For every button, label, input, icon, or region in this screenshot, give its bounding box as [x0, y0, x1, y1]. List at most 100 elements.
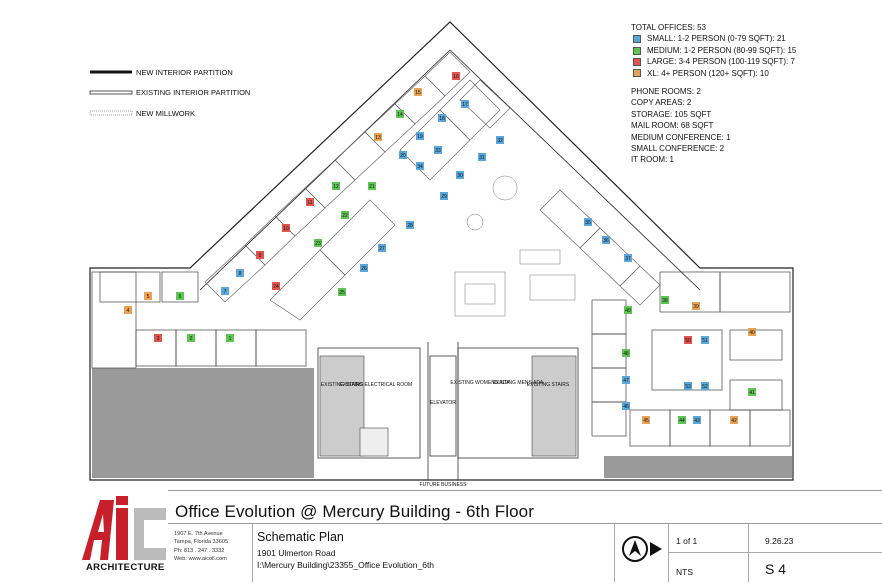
- office-number-24: 24: [273, 284, 279, 290]
- office-marker-12: [332, 182, 340, 190]
- office-number-50: 50: [685, 338, 691, 344]
- office-marker-36: [602, 236, 610, 244]
- office-marker-22: [341, 211, 349, 219]
- office-marker-49: [624, 306, 632, 314]
- office-marker-31: [478, 153, 486, 161]
- legend-swatch-xl: [633, 69, 641, 78]
- firm-address-line: Tampa, Florida 33605: [174, 539, 229, 546]
- office-marker-30: [456, 171, 464, 179]
- legend-small: SMALL: 1-2 PERSON (0-79 SQFT): 21: [631, 33, 796, 44]
- office-marker-42: [730, 416, 738, 424]
- office-marker-38: [661, 296, 669, 304]
- office-marker-13: [374, 133, 382, 141]
- office-marker-19: [416, 132, 424, 140]
- office-marker-10: [282, 224, 290, 232]
- office-marker-4: [124, 306, 132, 314]
- office-number-31: 31: [479, 155, 485, 161]
- office-marker-35: [584, 218, 592, 226]
- office-marker-26: [360, 264, 368, 272]
- firm-address-line: 1907 E. 7th Avenue: [174, 531, 223, 537]
- legend-label-large: LARGE: 3-4 PERSON (100-119 SQFT): 7: [647, 57, 795, 67]
- page-number: 1 of 1: [676, 536, 698, 546]
- sheet-title: Schematic Plan: [257, 530, 344, 544]
- office-marker-5: [144, 292, 152, 300]
- office-number-34: 34: [417, 164, 423, 170]
- office-number-6: 6: [179, 294, 182, 300]
- office-marker-53: [684, 382, 692, 390]
- office-number-17: 17: [462, 102, 468, 108]
- lease-area-left: [92, 368, 314, 478]
- stat-medium-conference: MEDIUM CONFERENCE: 1: [631, 132, 731, 142]
- line-key-graphics: [89, 70, 133, 116]
- legend-xl: XL: 4+ PERSON (120+ SQFT): 10: [631, 68, 796, 79]
- office-number-22: 22: [342, 213, 348, 219]
- legend-swatch-small: [633, 35, 641, 44]
- inner-wing-left: [199, 49, 701, 291]
- office-legend: TOTAL OFFICES: 53 SMALL: 1-2 PERSON (0-7…: [631, 22, 796, 79]
- sheet-scale: NTS: [676, 567, 693, 577]
- office-marker-48: [622, 349, 630, 357]
- key-millwork: NEW MILLWORK: [136, 109, 196, 118]
- office-number-48: 48: [623, 351, 629, 357]
- office-number-47: 47: [623, 378, 629, 384]
- stair-left: [319, 355, 365, 457]
- office-number-21: 21: [369, 184, 375, 190]
- office-number-37: 37: [625, 256, 631, 262]
- office-number-9: 9: [259, 253, 262, 259]
- office-marker-27: [378, 244, 386, 252]
- stat-phone-rooms: PHONE ROOMS: 2: [631, 87, 701, 96]
- office-marker-3: [154, 334, 162, 342]
- stair-right: [531, 355, 577, 457]
- room-stats: PHONE ROOMS: 2 COPY AREAS: 2 STORAGE: 10…: [631, 86, 731, 166]
- brand-name: ARCHITECTURE: [86, 562, 165, 573]
- key-existing-partition: EXISTING INTERIOR PARTITION: [136, 88, 251, 97]
- office-marker-32: [496, 136, 504, 144]
- office-number-51: 51: [702, 338, 708, 344]
- office-number-45: 45: [643, 418, 649, 424]
- office-marker-16: [452, 72, 460, 80]
- office-marker-50: [684, 336, 692, 344]
- office-marker-7: [221, 287, 229, 295]
- office-number-42: 42: [731, 418, 737, 424]
- office-marker-18: [438, 114, 446, 122]
- legend-large: LARGE: 3-4 PERSON (100-119 SQFT): 7: [631, 56, 796, 67]
- legend-label-medium: MEDIUM: 1-2 PERSON (80-99 SQFT): 15: [647, 45, 797, 55]
- sheet-date: 9.26.23: [765, 536, 794, 546]
- office-marker-21: [368, 182, 376, 190]
- office-number-38: 38: [662, 298, 668, 304]
- label-stairs-left: EXISTING STAIRS: [321, 382, 364, 388]
- office-marker-40: [748, 328, 756, 336]
- office-marker-8: [236, 269, 244, 277]
- office-number-49: 49: [625, 308, 631, 314]
- legend-label-small: SMALL: 1-2 PERSON (0-79 SQFT): 21: [647, 34, 786, 44]
- office-number-23: 23: [315, 241, 321, 247]
- office-number-14: 14: [397, 112, 403, 118]
- office-number-19: 19: [417, 134, 423, 140]
- office-number-39: 39: [693, 304, 699, 310]
- office-number-28: 28: [407, 223, 413, 229]
- office-number-36: 36: [603, 238, 609, 244]
- office-marker-34: [416, 162, 424, 170]
- office-number-2: 2: [190, 336, 193, 342]
- office-marker-24: [272, 282, 280, 290]
- office-number-18: 18: [439, 116, 445, 122]
- label-elevator: ELEVATOR: [430, 400, 456, 406]
- stat-small-conference: SMALL CONFERENCE: 2: [631, 144, 725, 154]
- office-number-7: 7: [224, 289, 227, 295]
- legend-label-xl: XL: 4+ PERSON (120+ SQFT): 10: [647, 68, 769, 78]
- label-mens: EXISTING MENS ADA: [493, 380, 544, 386]
- office-marker-1: [226, 334, 234, 342]
- office-number-52: 52: [702, 384, 708, 390]
- office-marker-46: [622, 402, 630, 410]
- project-title: Office Evolution @ Mercury Building - 6t…: [175, 502, 534, 521]
- office-marker-6: [176, 292, 184, 300]
- office-marker-29: [440, 192, 448, 200]
- stat-mail-room: MAIL ROOM: 68 SQFT: [631, 121, 714, 131]
- office-number-11: 11: [307, 200, 312, 206]
- office-number-30: 30: [457, 173, 463, 179]
- office-marker-17: [461, 100, 469, 108]
- title-block: ARCHITECTURE Office Evolution @ Mercury …: [0, 490, 882, 588]
- office-marker-25: [338, 288, 346, 296]
